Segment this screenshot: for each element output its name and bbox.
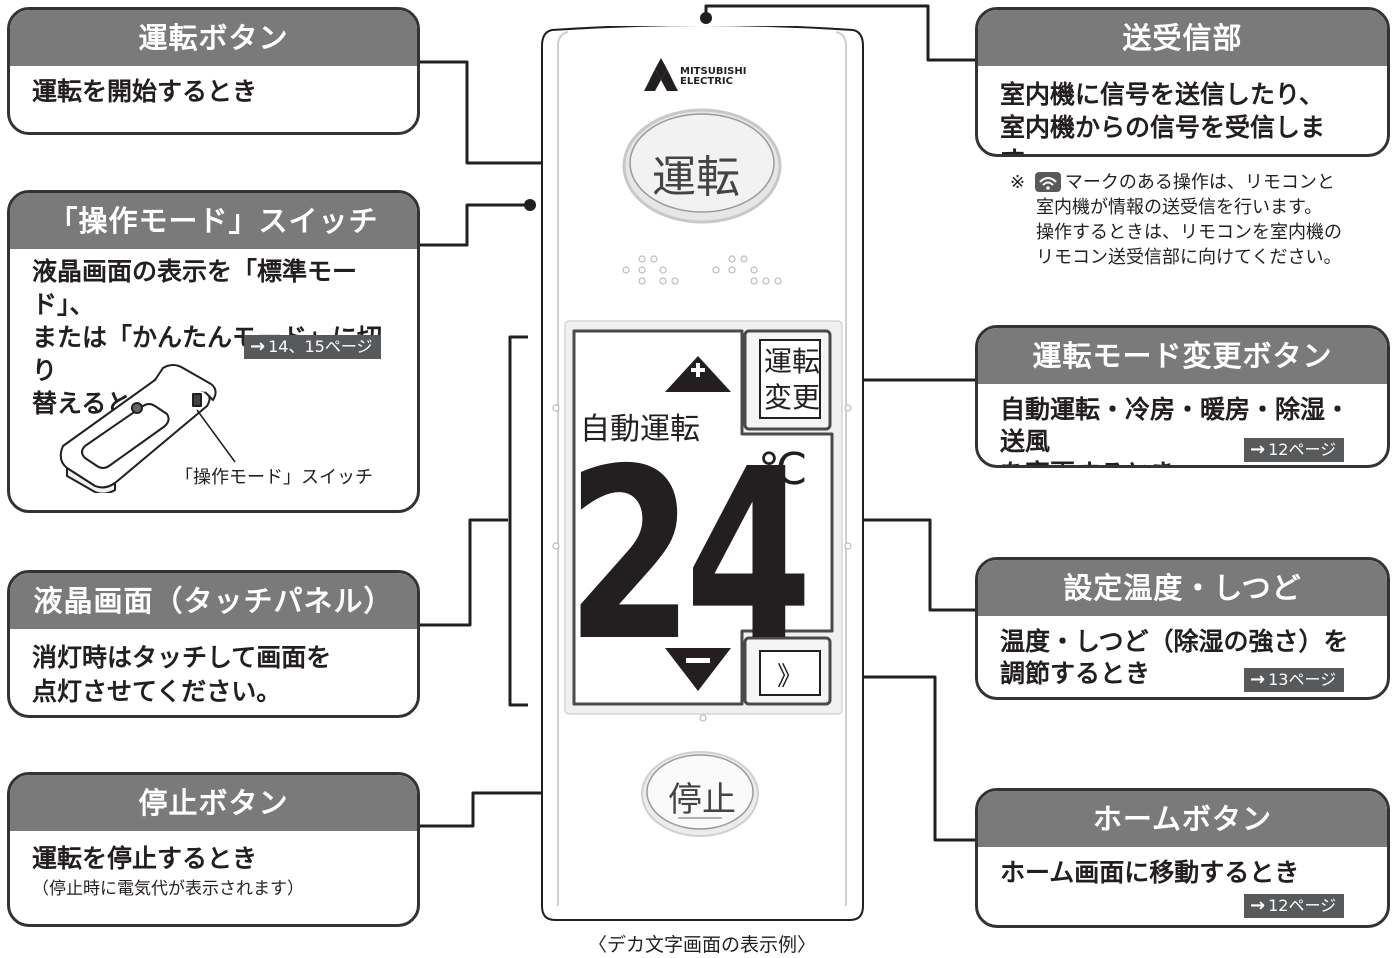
brand-line1: MITSUBISHI (680, 66, 747, 77)
callout-start-button: 運転ボタン 運転を開始するとき (7, 7, 420, 135)
lcd-temperature[interactable]: 24 (566, 418, 813, 693)
start-button[interactable]: 運転 (652, 152, 740, 203)
callout-body: 運転を開始するとき (32, 77, 258, 106)
transceiver-dot (700, 12, 712, 24)
mode-change-line1: 運転 (764, 345, 821, 378)
page-ref[interactable]: →12ページ (1244, 894, 1345, 918)
temp-up-icon (665, 356, 731, 392)
callout-title: ホームボタン (978, 791, 1387, 847)
body-sub: （停止時に電気代が表示されます） (32, 878, 304, 899)
page-ref-text: 14、15ページ (268, 337, 373, 356)
page-ref[interactable]: →14、15ページ (244, 335, 381, 359)
figure-caption: 〈デカ文字画面の表示例〉 (588, 934, 817, 956)
callout-title: 「操作モード」スイッチ (10, 193, 417, 249)
page-ref[interactable]: →13ページ (1244, 668, 1345, 692)
figure-label: 「操作モード」スイッチ (175, 467, 373, 488)
callout-mode-change: 運転モード変更ボタン 自動運転・冷房・暖房・除湿・送風 を変更するとき →12ペ… (975, 325, 1390, 468)
callout-body: 自動運転・冷房・暖房・除湿・送風 を変更するとき (978, 384, 1387, 465)
page-ref-text: 12ページ (1268, 440, 1337, 459)
callout-home-button: ホームボタン ホーム画面に移動するとき →12ページ (975, 788, 1390, 928)
mode-switch-leader (420, 203, 530, 247)
lcd-mode-text: 自動運転 (580, 412, 700, 447)
page-ref-text: 12ページ (1268, 896, 1337, 915)
start-button-face (629, 113, 775, 213)
mode-change-button (759, 339, 821, 419)
body-line: 室内機に信号を送信したり、 (1000, 80, 1325, 109)
lcd-unit: ℃ (758, 444, 808, 495)
body-line: 温度・しつど（除湿の強さ）を (1000, 627, 1349, 656)
callout-transceiver: 送受信部 室内機に信号を送信したり、 室内機からの信号を受信します。 (975, 7, 1390, 157)
mode-change-line2: 変更 (764, 381, 821, 414)
lcd-bracket (508, 335, 528, 707)
callout-body: 温度・しつど（除湿の強さ）を 調節するとき (978, 616, 1387, 690)
callout-stop-button: 停止ボタン 運転を停止するとき （停止時に電気代が表示されます） (7, 772, 420, 927)
arrow-right-icon: → (1250, 439, 1266, 460)
callout-title: 運転ボタン (10, 10, 417, 66)
brand-line2: ELECTRIC (680, 76, 733, 87)
body-line: 調節するとき (1000, 659, 1151, 688)
callout-body: 運転を停止するとき （停止時に電気代が表示されます） (10, 831, 417, 900)
callout-body: 液晶画面の表示を「標準モード」、 または「かんたんモード」に切り 替えるとき (10, 249, 417, 420)
remote-side-illustration (59, 364, 236, 493)
mode-switch-dot (524, 199, 536, 211)
stop-button[interactable]: 停止 (668, 780, 736, 820)
callout-title: 送受信部 (978, 10, 1387, 66)
transceiver-leader (704, 4, 976, 62)
callout-title: 運転モード変更ボタン (978, 328, 1387, 384)
stop-button-face (646, 754, 754, 830)
body-line: を変更するとき (1000, 458, 1367, 465)
body-line: 点灯させてください。 (32, 677, 282, 706)
callout-body: ホーム画面に移動するとき (1000, 858, 1300, 887)
lcd-main-area (572, 329, 834, 706)
note-transmit: ※ マークのある操作は、リモコンと 室内機が情報の送受信を行います。 操作すると… (1010, 170, 1390, 270)
callout-temperature: 設定温度・しつど 温度・しつど（除湿の強さ）を 調節するとき →13ページ (975, 557, 1390, 700)
home-button (759, 650, 821, 696)
callout-lcd: 液晶画面（タッチパネル） 消灯時はタッチして画面を 点灯させてください。 (7, 570, 420, 718)
home-leader (830, 675, 976, 842)
arrow-right-icon: → (1250, 895, 1266, 916)
note-line: リモコン送受信部に向けてください。 (1036, 247, 1342, 268)
remote-controller: MITSUBISHI ELECTRIC 運転 自動運転 24 ℃ 運転 変更 》… (540, 26, 865, 922)
lcd-leader (420, 518, 508, 627)
brand-name: MITSUBISHI ELECTRIC (680, 67, 746, 87)
temp-down-icon (665, 648, 731, 691)
arrow-right-icon: → (1250, 669, 1266, 690)
home-button-icon[interactable]: 》 (777, 662, 804, 692)
note-mark: ※ (1010, 172, 1026, 193)
callout-title: 液晶画面（タッチパネル） (10, 573, 417, 629)
note-line: 室内機が情報の送受信を行います。 (1036, 197, 1323, 218)
remote-body (541, 26, 864, 921)
mitsubishi-logo-icon (644, 58, 678, 91)
note-line: マークのある操作は、リモコンと (1064, 172, 1335, 193)
body-line: 室内機からの信号を受信します。 (1000, 113, 1326, 154)
callout-mode-switch: 「操作モード」スイッチ 液晶画面の表示を「標準モード」、 または「かんたんモード… (7, 190, 420, 513)
note-line: 操作するときは、リモコンを室内機の (1036, 222, 1342, 243)
callout-body: 消灯時はタッチして画面を 点灯させてください。 (10, 629, 417, 709)
callout-body: 室内機に信号を送信したり、 室内機からの信号を受信します。 (978, 66, 1387, 154)
wifi-signal-icon (1034, 172, 1061, 192)
temp-leader (855, 518, 976, 612)
braille-dots-icon (552, 255, 852, 722)
arrow-right-icon: → (250, 336, 266, 357)
body-line: 自動運転・冷房・暖房・除湿・送風 (1000, 395, 1351, 456)
page-ref[interactable]: →12ページ (1244, 438, 1345, 462)
callout-title: 停止ボタン (10, 775, 417, 831)
mode-change-label[interactable]: 運転 変更 (764, 344, 820, 416)
body-line: 液晶画面の表示を「標準モード」、 (32, 257, 358, 319)
body-line: 運転を停止するとき (32, 844, 258, 873)
body-line: 消灯時はタッチして画面を (32, 643, 332, 672)
page-ref-text: 13ページ (1268, 670, 1337, 689)
callout-title: 設定温度・しつど (978, 560, 1387, 616)
